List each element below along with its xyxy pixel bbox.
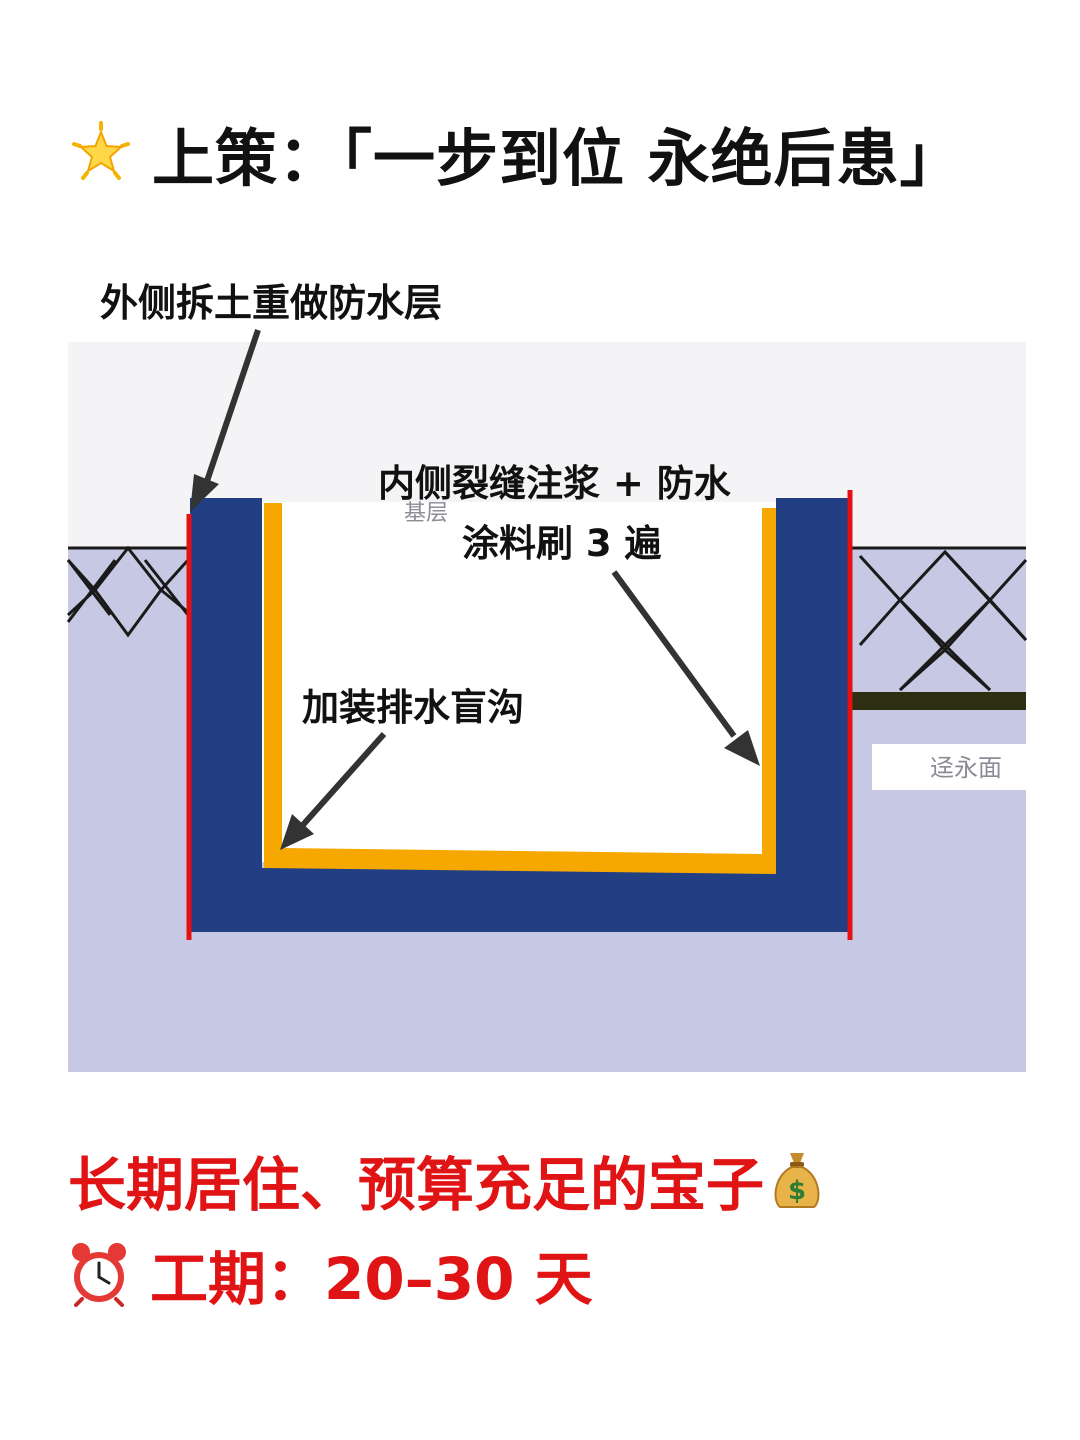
concrete-wall [190, 498, 850, 932]
exterior-waterproof-label: 外侧拆土重做防水层 [100, 281, 442, 325]
inner-space [262, 502, 776, 862]
caption-text: 长期居住、预算充足的宝子 [68, 1151, 765, 1219]
base-layer-label: 基层 [404, 501, 448, 526]
work-period: 工期：20–30 天 [68, 1232, 593, 1316]
arrow-interior-line [611, 570, 737, 738]
page-title-text: 上策：「一步到位 永绝后患」 [152, 122, 963, 195]
interior-grouting-label-line2: 涂料刷 3 遍 [462, 522, 662, 565]
svg-text:$: $ [788, 1176, 806, 1206]
arrow-drain-head [280, 814, 314, 850]
arrow-drain-line [299, 732, 387, 828]
arrow-interior-head [724, 730, 760, 766]
arrows [190, 329, 760, 850]
drain-label: 加装排水盲沟 [302, 686, 524, 729]
glowing-star-icon [72, 121, 130, 180]
waterproofing-diagram: 基层 迳永面 外侧拆土重做防水层 内侧裂缝注浆 + 防水 涂料刷 3 遍 加装排… [66, 281, 1028, 1072]
money-bag-icon: $ [774, 1153, 820, 1208]
caption: 长期居住、预算充足的宝子 $ [68, 1138, 826, 1222]
interior-grouting-label-line1: 内侧裂缝注浆 + 防水 [378, 462, 732, 505]
page-title: 上策：「一步到位 永绝后患」 [68, 108, 963, 198]
horizontal-layer [850, 692, 1026, 710]
alarm-clock-icon [72, 1243, 126, 1307]
work-period-text: 工期：20–30 天 [150, 1245, 593, 1313]
backfill-label-box [872, 744, 1026, 790]
soil-hatching-right [850, 546, 1028, 692]
soil-hatching-left [66, 545, 190, 638]
backfill-surface-label: 迳永面 [930, 754, 1002, 782]
arrow-exterior-line [203, 329, 261, 485]
arrow-exterior-head [190, 474, 219, 512]
